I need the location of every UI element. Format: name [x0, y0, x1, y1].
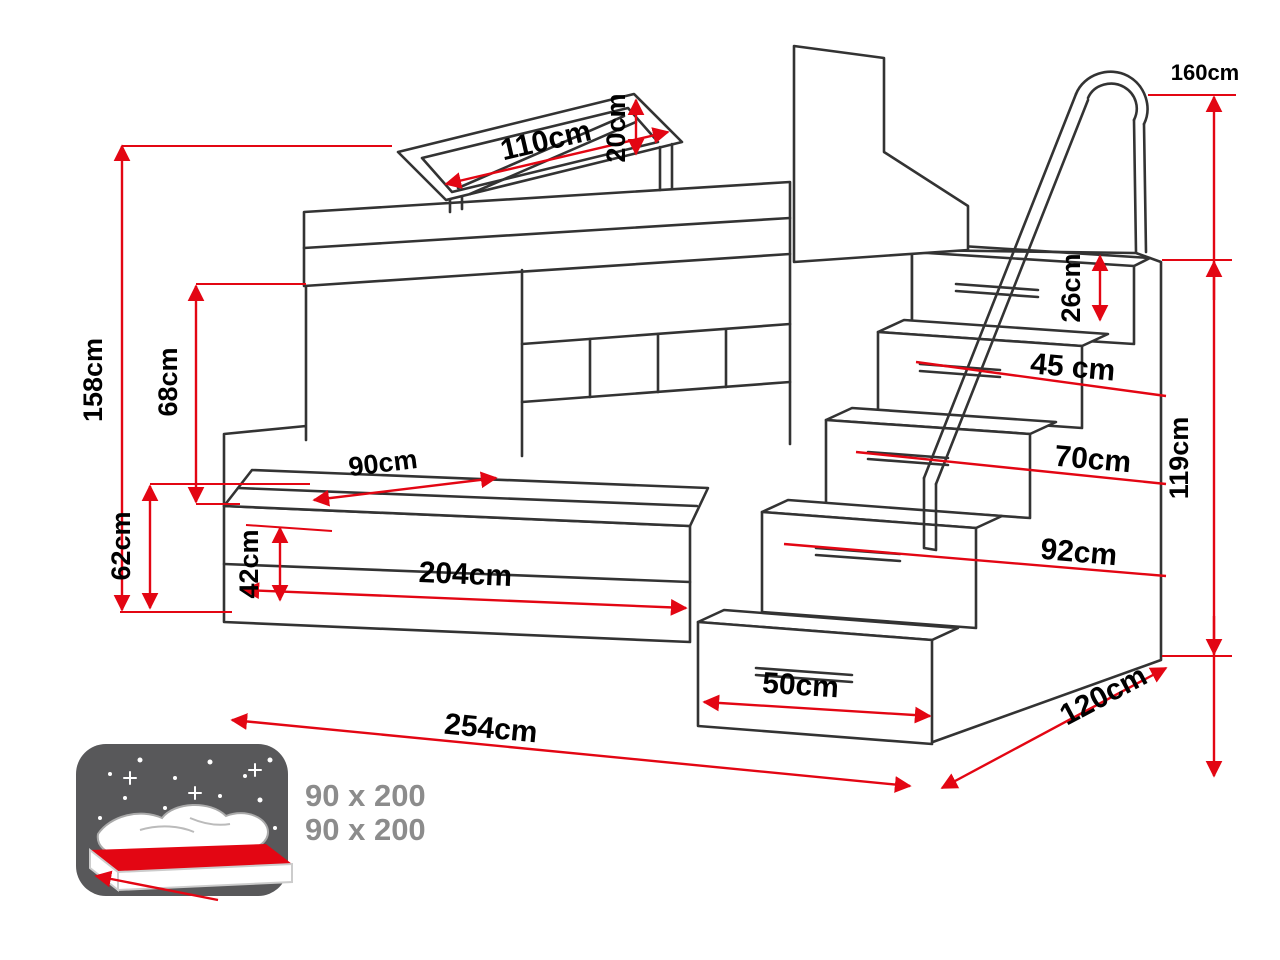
tick-42-top — [245, 524, 333, 532]
shelf-lines — [520, 322, 792, 404]
dim-total-height: 160cm — [1171, 60, 1240, 85]
dim-step-45: 45 cm — [1029, 347, 1117, 387]
handrail-rail — [922, 92, 1090, 486]
dim-line-110 — [444, 127, 670, 189]
dim-total-length: 254cm — [443, 708, 539, 750]
step2-front — [760, 510, 978, 630]
icon-width-arrow — [94, 870, 219, 902]
dim-step-70: 70cm — [1053, 440, 1132, 480]
legend-size-upper: 90 x 200 — [305, 778, 426, 813]
bed-size-icon — [76, 744, 293, 902]
upper-bunk-inner-line — [302, 216, 792, 250]
dim-step-92: 92cm — [1039, 533, 1118, 573]
step3-handle — [866, 450, 950, 467]
dim-stair-side-height: 119cm — [1164, 417, 1194, 500]
dim-line-50 — [702, 694, 932, 724]
dim-top-step-height: 26cm — [1056, 253, 1086, 322]
handrail-hook — [1074, 70, 1149, 126]
lower-bed-drawer-line — [222, 562, 692, 584]
dim-inner-length: 204cm — [418, 556, 513, 593]
bed-drawing — [222, 44, 1163, 746]
dim-line-45 — [915, 360, 1167, 398]
dim-line-70 — [855, 450, 1167, 486]
dim-line-92 — [783, 542, 1167, 578]
dim-left-side-height: 158cm — [78, 338, 108, 422]
dim-line-90 — [312, 471, 498, 507]
left-column — [222, 284, 308, 508]
handrail-post-bottom — [922, 476, 938, 552]
dim-drawer-height: 42cm — [234, 529, 264, 598]
step1-handle — [754, 666, 854, 684]
dim-guardrail-height: 20cm — [601, 93, 631, 162]
dimension-lines — [113, 94, 1236, 793]
dim-lower-bed-height: 62cm — [106, 511, 136, 580]
guardrail-outer — [396, 92, 684, 202]
dim-line-204 — [242, 582, 688, 616]
step4-front — [876, 330, 1084, 430]
dimension-labels: 160cm 110cm 20cm 158cm 68cm 62cm 90cm 42… — [78, 60, 1239, 749]
guardrail-posts — [448, 142, 674, 214]
handrail-post-right — [1132, 118, 1148, 254]
dim-line-254 — [230, 713, 912, 793]
icon-blanket-folds — [139, 817, 231, 833]
dim-step-width: 50cm — [761, 667, 840, 705]
dim-line-120 — [940, 666, 1168, 790]
dim-guardrail-length: 110cm — [497, 114, 594, 167]
icon-mattress-red — [90, 844, 292, 872]
upper-headboard-panel — [792, 44, 970, 264]
dim-bunk-clearance: 68cm — [153, 347, 183, 416]
legend-size-lower: 90 x 200 — [305, 812, 426, 847]
shelf-dividers — [588, 327, 728, 399]
stars-decor — [98, 757, 277, 830]
landing-front-face — [910, 250, 1136, 346]
